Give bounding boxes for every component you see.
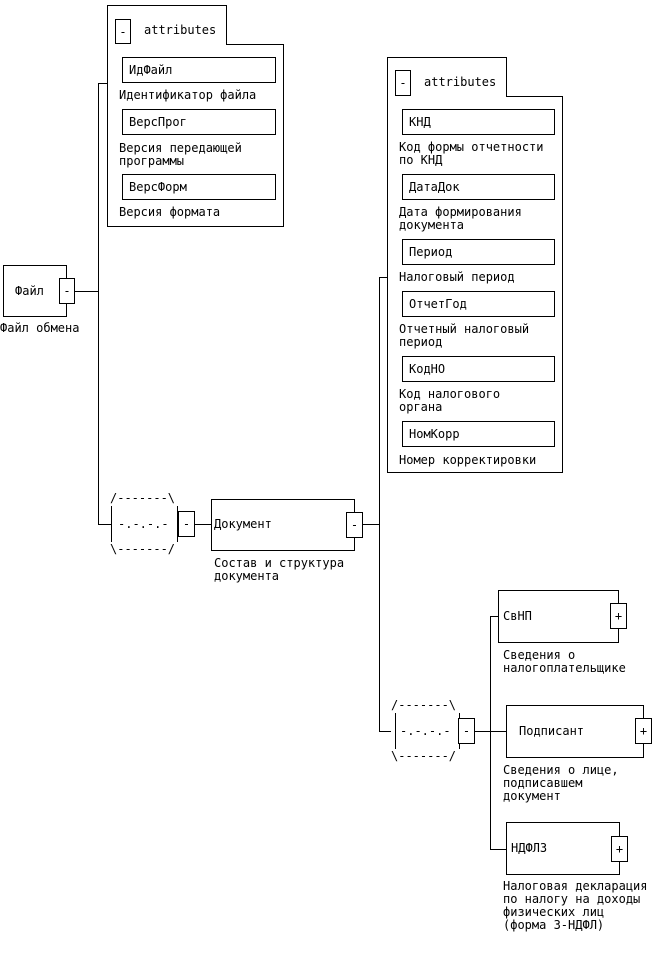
child-node-podpisant-description: Сведения о лице, подписавшем документ [503, 763, 619, 803]
connector [75, 291, 98, 292]
connector [475, 731, 507, 732]
attribute-versprog-description: Версия передающей программы [119, 141, 242, 168]
attribute-datadok[interactable]: ДатаДок [402, 174, 555, 200]
child-node-ndfl3-description: Налоговая декларация по налогу на доходы… [503, 879, 648, 932]
sequence-top: /-------\ [391, 698, 457, 712]
attribute-versprog[interactable]: ВерсПрог [122, 109, 276, 135]
attribute-kodno-description: Код налогового органа [399, 387, 501, 414]
sequence-middle: -.-.-.- [400, 724, 451, 738]
sequence-2-toggle[interactable]: - [458, 718, 475, 744]
connector [490, 616, 491, 849]
attribute-versform[interactable]: ВерсФорм [122, 174, 276, 200]
attribute-period[interactable]: Период [402, 239, 555, 265]
connector [363, 524, 379, 525]
attribute-knd-description: Код формы отчетности по КНД [399, 140, 544, 167]
connector [98, 83, 107, 84]
connector [98, 83, 99, 524]
attribute-period-description: Налоговый период [399, 270, 515, 284]
attribute-versform-description: Версия формата [119, 205, 221, 219]
attribute-nomkorr-description: Номер корректировки [399, 453, 537, 467]
connector [490, 616, 499, 617]
document-node-description: Состав и структура документа [214, 556, 345, 583]
connector [379, 277, 380, 732]
sequence-bottom: \-------/ [110, 542, 176, 556]
attribute-nomkorr[interactable]: НомКорр [402, 421, 555, 447]
root-node-name: Файл [15, 284, 44, 298]
attribute-idfile-description: Идентификатор файла [119, 88, 257, 102]
child-node-podpisant-toggle[interactable]: + [635, 718, 652, 744]
child-node-podpisant-name: Подписант [519, 724, 585, 738]
connector [379, 277, 387, 278]
sequence-bottom: \-------/ [391, 749, 457, 763]
sequence-top: /-------\ [110, 491, 176, 505]
root-attributes-header: attributes [144, 23, 217, 37]
connector [98, 524, 111, 525]
attribute-kodno[interactable]: КодНО [402, 356, 555, 382]
child-node-ndfl3-name: НДФЛ3 [511, 841, 548, 855]
root-node-description: Файл обмена [0, 321, 80, 335]
document-attributes-toggle[interactable]: - [395, 70, 411, 96]
attribute-otchetgod-description: Отчетный налоговый период [399, 322, 530, 349]
attribute-idfile[interactable]: ИдФайл [122, 57, 276, 83]
child-node-svnp-name: СвНП [503, 609, 532, 623]
root-attributes-toggle[interactable]: - [115, 19, 131, 44]
child-node-svnp-description: Сведения о налогоплательщике [503, 648, 626, 675]
child-node-ndfl3-toggle[interactable]: + [611, 836, 628, 862]
connector [379, 731, 391, 732]
document-node-name: Документ [214, 517, 272, 531]
attribute-otchetgod[interactable]: ОтчетГод [402, 291, 555, 317]
connector [195, 524, 211, 525]
sequence-1-toggle[interactable]: - [178, 511, 195, 537]
document-attributes-header: attributes [424, 75, 497, 89]
attribute-knd[interactable]: КНД [402, 109, 555, 135]
connector [490, 849, 507, 850]
sequence-middle: -.-.-.- [118, 517, 169, 531]
root-node-toggle[interactable]: - [59, 278, 75, 304]
document-node-toggle[interactable]: - [346, 512, 363, 538]
attribute-datadok-description: Дата формирования документа [399, 205, 522, 232]
child-node-svnp-toggle[interactable]: + [610, 603, 627, 629]
